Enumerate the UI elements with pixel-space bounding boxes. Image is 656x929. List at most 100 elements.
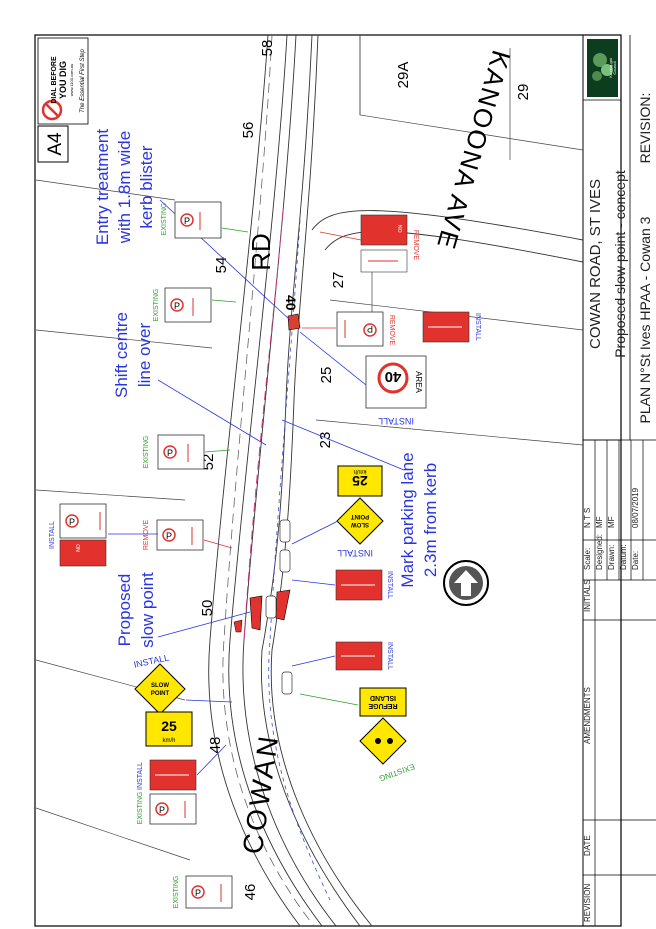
svg-text:REVISION: REVISION [583,884,592,922]
svg-text:MF: MF [607,516,616,528]
slow-point-island-right [275,589,291,621]
lot-46: 46 [242,884,259,901]
svg-text:P: P [174,301,180,311]
sheet-border [34,34,622,927]
annotation-shift-centre: Shift centre line over [112,312,154,398]
road-marking-40: 40 [283,295,299,311]
street-name-rd: RD [246,233,276,271]
north-arrow [443,560,489,606]
svg-text:P: P [167,448,173,458]
svg-text:Mark parking lane: Mark parking lane [398,452,417,587]
svg-text:YOU DIG: YOU DIG [58,61,68,99]
parking-sign-existing-46: P [185,875,233,909]
annotation-entry-treatment: Entry treatment with 1.8m wide kerb blis… [93,129,156,245]
svg-text:INITIALS: INITIALS [583,580,592,612]
svg-text:N T S: N T S [583,508,592,528]
svg-text:08/07/2019: 08/07/2019 [631,487,640,528]
slow-point-island-left [249,595,263,631]
label-install-east-48: INSTALL [386,642,393,670]
parking-sign-existing-2: P [164,287,212,323]
info-table [583,439,656,926]
drawing-subtitle: Proposed slow point - concept [612,170,628,358]
svg-text:SLOW: SLOW [151,683,169,689]
label-existing-2: EXISTING [153,289,160,322]
parking-sign-existing-west-48: P [149,793,197,825]
svg-text:25: 25 [161,718,177,734]
lot-25: 25 [318,367,335,384]
no-stopping-sign-install-25 [422,311,470,343]
annotation-mark-parking: Mark parking lane 2.3m from kerb [398,452,440,587]
lot-54: 54 [213,257,230,274]
label-install-west-50: INSTALL [49,521,56,549]
shifted-centre-line [243,209,284,641]
label-remove-kanoona: REMOVE [412,230,419,261]
leader-install-40 [299,331,367,386]
label-existing-refuge: EXISTING [378,762,416,783]
dial-before-you-dig-logo: DIAL BEFORE YOU DIG www.1100.com.au The … [37,37,89,125]
info-table-labels: Scale: N T S Designed: MF Drawn: MF Datu… [583,487,640,922]
label-install-25: INSTALL [474,313,481,341]
svg-text:P: P [69,517,75,527]
label-install-east-slow: INSTALL [337,548,373,558]
lot-27: 27 [330,272,347,289]
parking-sign-remove-25: P [336,311,384,347]
svg-text:Designed:: Designed: [595,534,604,570]
leader-existing-52 [204,449,231,453]
svg-text:www.1100.com.au: www.1100.com.au [69,64,74,96]
svg-text:POINT: POINT [151,691,170,697]
council-logo: Ku-ring-gai Council [587,39,618,97]
slow-point-sign-install-east: SLOW POINT [336,497,384,545]
parking-sign-remove-west-50: P [156,519,204,551]
parking-sign-install-west-50: P [59,503,107,539]
no-stopping-sign-install-west-48 [149,759,197,791]
svg-text:ISLAND: ISLAND [370,694,396,701]
svg-text:P: P [159,805,165,815]
lot-50: 50 [199,600,216,617]
annotation-slow-point: Proposed slow point [115,572,157,648]
label-install-40: INSTALL [378,416,414,426]
paper-size: A4 [45,132,66,156]
svg-text:slow point: slow point [138,572,157,648]
svg-text:Council: Council [612,61,617,74]
lot-29: 29 [515,84,532,101]
lot-56: 56 [240,122,257,139]
property-boundaries [35,35,584,861]
svg-text:line over: line over [135,323,154,388]
svg-text:The Essential First Step: The Essential First Step [80,48,86,112]
speed-25-plate-install-west: 25 km/h [145,711,193,747]
label-existing-46: EXISTING [173,876,180,909]
svg-text:Scale:: Scale: [583,548,592,570]
lot-29a: 29A [395,62,412,89]
leader-install-east-slow [291,520,339,545]
street-name-kanoona: KANOONA AVE [431,47,517,254]
label-install-west-slow: INSTALL [133,652,170,669]
label-remove-west-50: REMOVE [143,520,150,551]
centre-line [222,34,315,927]
svg-text:kerb blister: kerb blister [137,145,156,228]
no-stopping-sign-install-east-48 [335,641,383,671]
svg-text:Datum:: Datum: [619,544,628,570]
svg-text:with 1.8m wide: with 1.8m wide [115,131,134,244]
svg-text:SLOW: SLOW [351,521,369,527]
leader-mark [281,419,405,471]
lot-58: 58 [259,40,276,57]
svg-text:Date:: Date: [631,551,640,570]
leader-shift [157,379,267,446]
label-install-west-48: INSTALL [137,762,144,790]
svg-text:Proposed: Proposed [115,574,134,647]
parked-cars [265,519,293,695]
svg-text:40: 40 [385,368,402,385]
svg-text:km/h: km/h [162,738,175,744]
svg-text:Entry treatment: Entry treatment [93,129,112,245]
svg-text:AREA: AREA [414,371,423,393]
speed-40-area-sign-install: 40 AREA [365,355,427,409]
lot-48: 48 [207,737,224,754]
kerb-blister [287,313,301,331]
leader-install-east-48 [291,655,336,667]
label-install-east-23: INSTALL [386,571,393,599]
leader-existing-2 [211,299,237,303]
svg-text:NO: NO [76,544,82,552]
refuge-island-sign-existing: REFUGE ISLAND [359,687,407,765]
leader-existing-1 [221,227,249,233]
